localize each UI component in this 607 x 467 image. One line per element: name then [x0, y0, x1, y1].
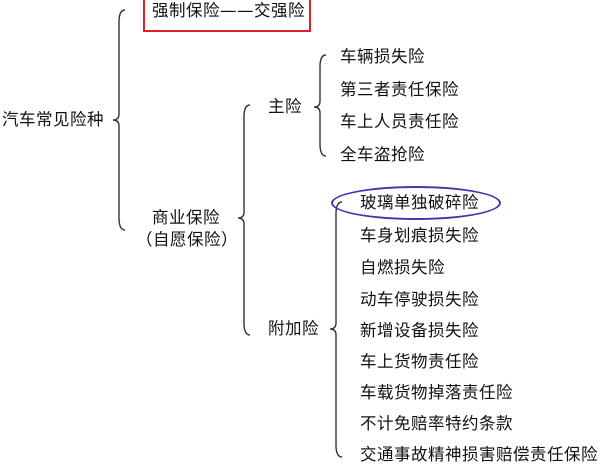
additional-insurance-label: 附加险	[268, 319, 319, 338]
compulsory-label: 强制保险——交强险	[152, 1, 305, 20]
main-insurance-item: 车上人员责任险	[340, 112, 459, 131]
additional-insurance-item: 不计免赔率特约条款	[360, 414, 513, 433]
main-insurance-label: 主险	[268, 97, 302, 116]
main-insurance-item: 车辆损失险	[340, 47, 425, 66]
root-brace	[112, 9, 126, 231]
additional-insurance-item: 玻璃单独破碎险	[360, 193, 479, 212]
commercial-sublabel: （自愿保险）	[136, 230, 238, 249]
main-insurance-item: 第三者责任保险	[340, 80, 459, 99]
glass-insurance-highlight-ellipse	[331, 186, 501, 220]
additional-insurance-brace	[329, 201, 343, 458]
additional-insurance-item: 自燃损失险	[360, 258, 445, 277]
commercial-brace	[237, 104, 251, 336]
additional-insurance-item: 动车停驶损失险	[360, 290, 479, 309]
root-label: 汽车常见险种	[2, 110, 104, 129]
main-insurance-brace	[313, 54, 327, 157]
additional-insurance-item: 车身划痕损失险	[360, 226, 479, 245]
additional-insurance-item: 车上货物责任险	[360, 352, 479, 371]
additional-insurance-item: 新增设备损失险	[360, 321, 479, 340]
compulsory-highlight-box	[143, 0, 311, 32]
main-insurance-item: 全车盗抢险	[340, 145, 425, 164]
commercial-label: 商业保险	[152, 208, 220, 227]
additional-insurance-item: 车载货物掉落责任险	[360, 383, 513, 402]
additional-insurance-item: 交通事故精神损害赔偿责任保险	[360, 445, 598, 464]
